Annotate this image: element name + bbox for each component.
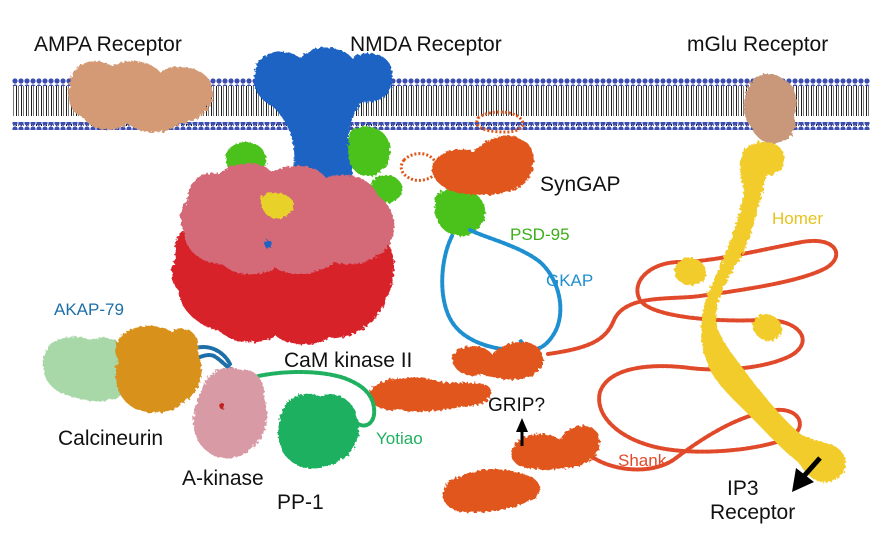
yotiao-label: Yotiao: [376, 429, 423, 448]
ip3-receptor-label-line1: IP3: [727, 477, 759, 500]
grip-arrow: [516, 418, 528, 446]
a-kinase-shape: [193, 367, 267, 459]
ampa-receptor-label: AMPA Receptor: [34, 33, 182, 56]
gkap-label: GKAP: [546, 271, 594, 290]
syngap-shape: [399, 110, 534, 195]
pp1-label: PP-1: [277, 491, 324, 514]
shank-domains-shape: [369, 341, 600, 513]
homer-shape: [674, 141, 846, 483]
syngap-label: SynGAP: [540, 173, 621, 196]
ip3-receptor-label-line2: Receptor: [710, 501, 796, 524]
mglu-receptor-label: mGlu Receptor: [687, 33, 829, 56]
akap79-label: AKAP-79: [54, 300, 124, 319]
nmda-receptor-shape: [254, 47, 393, 206]
yotiao-chain: [248, 370, 377, 428]
gkap-loop: [440, 228, 563, 353]
grip-label: GRIP?: [488, 395, 546, 416]
psd95-label: PSD-95: [510, 225, 570, 244]
ip3-arrow: [792, 456, 822, 492]
homer-label: Homer: [772, 209, 824, 228]
calcineurin-label: Calcineurin: [58, 427, 164, 450]
ampa-receptor-shape: [68, 61, 214, 133]
calcineurin-shape: [42, 325, 202, 413]
camk-ii-shape: [171, 163, 395, 345]
mglu-receptor-shape: [743, 73, 797, 144]
camk-ii-label: CaM kinase II: [284, 349, 413, 372]
shank-label: Shank: [618, 451, 667, 470]
pp1-shape: [277, 393, 360, 469]
a-kinase-label: A-kinase: [182, 467, 264, 490]
nmda-receptor-label: NMDA Receptor: [350, 33, 502, 56]
